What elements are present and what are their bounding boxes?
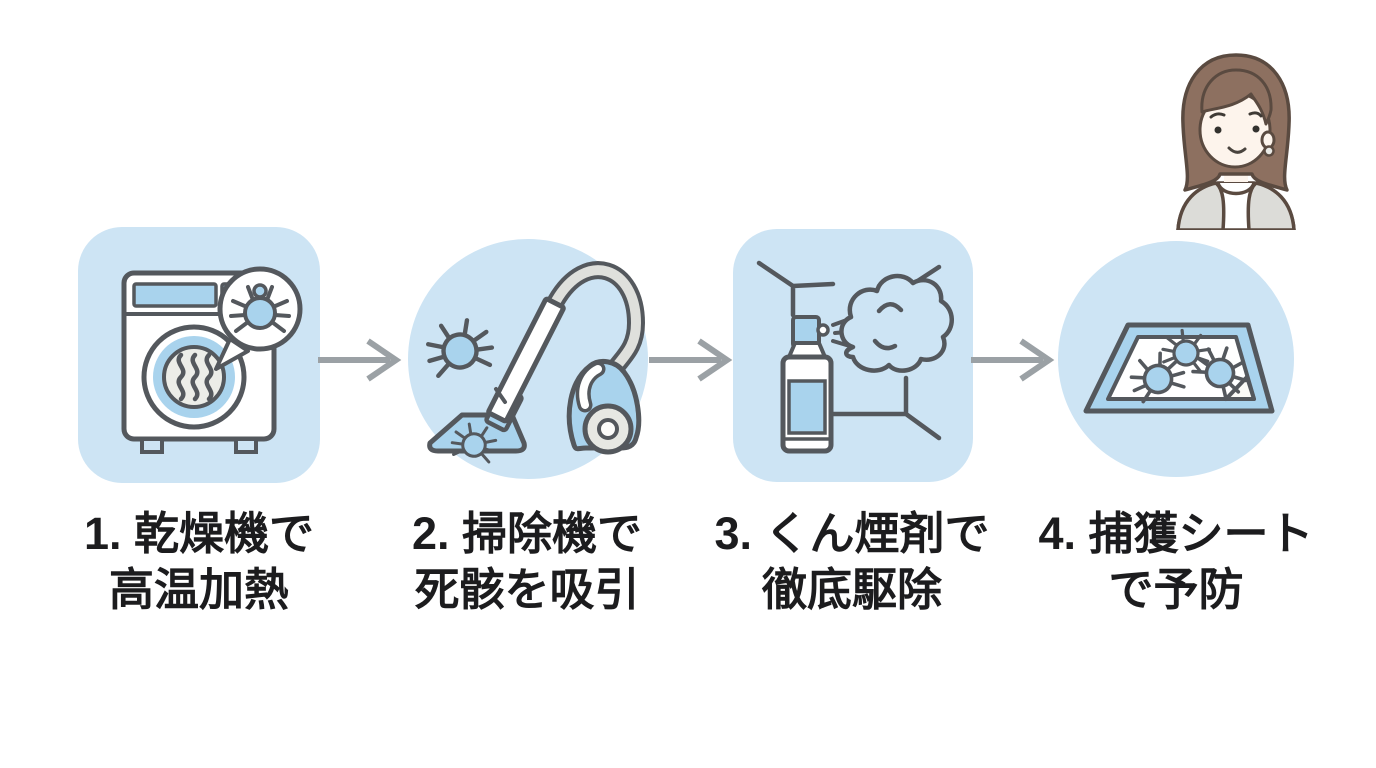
right-arrow-icon — [971, 338, 1055, 382]
step-2-panel — [408, 239, 648, 479]
right-arrow-icon — [649, 338, 733, 382]
step-2-label: 2. 掃除機で 死骸を吸引 — [377, 506, 677, 618]
step-3-panel — [733, 229, 973, 482]
fumigant-spray-icon — [756, 260, 954, 454]
step-1-panel — [78, 227, 320, 483]
woman-face-icon — [1176, 53, 1296, 232]
woman-illustration — [1166, 50, 1306, 232]
dryer-heat-icon — [121, 266, 303, 454]
step-1-label-line1: 1. 乾燥機で — [83, 508, 315, 559]
mite-capture-sheet-icon — [1083, 322, 1275, 414]
step-2-label-line2: 死骸を吸引 — [414, 563, 640, 615]
step-2-label-line1: 2. 掃除機で — [411, 508, 643, 559]
step-1-label: 1. 乾燥機で 高温加熱 — [49, 506, 349, 618]
step-3-label-line2: 徹底駆除 — [761, 563, 942, 615]
step-4-label-line1: 4. 捕獲シート — [1038, 508, 1314, 559]
step-4-label: 4. 捕獲シート で予防 — [1026, 506, 1326, 618]
right-arrow-icon — [318, 338, 402, 382]
step-3-label-line1: 3. くん煙剤で — [714, 508, 990, 559]
step-3-label: 3. くん煙剤で 徹底駆除 — [702, 506, 1002, 618]
step-4-panel — [1058, 241, 1294, 477]
vacuum-cleaner-icon — [408, 261, 646, 465]
step-4-label-line2: で予防 — [1108, 563, 1244, 615]
step-1-label-line2: 高温加熱 — [108, 563, 289, 615]
